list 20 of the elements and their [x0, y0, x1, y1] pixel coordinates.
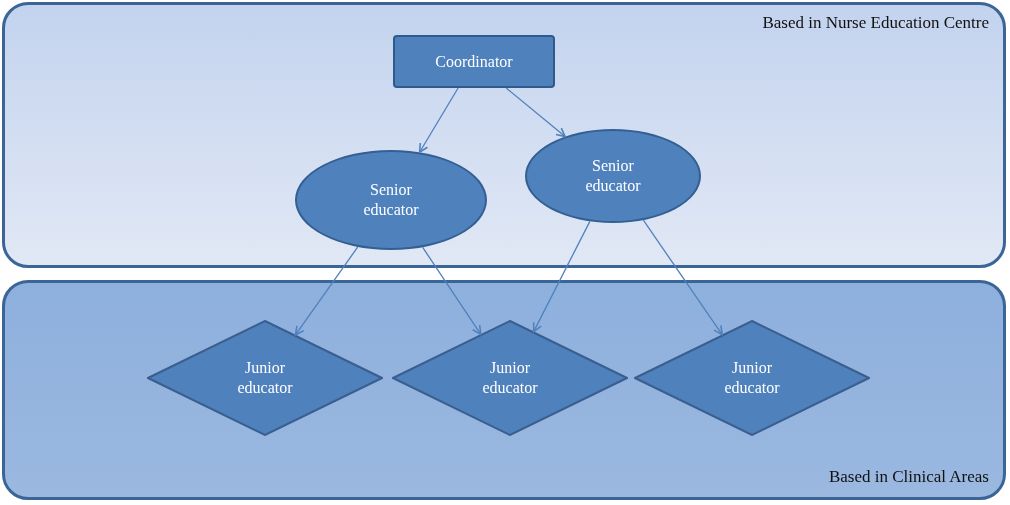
arrow — [294, 246, 359, 336]
process-box — [393, 35, 555, 88]
arrow — [421, 246, 482, 336]
node-label: Senior educator — [584, 156, 642, 196]
node-label: Junior educator — [236, 358, 294, 398]
node-label: Coordinator — [434, 51, 514, 72]
arrow — [532, 220, 591, 333]
node-label: Senior educator — [362, 180, 420, 220]
region-label: Based in Nurse Education Centre — [762, 13, 989, 33]
diamond-node — [392, 320, 628, 436]
arrow — [418, 87, 459, 154]
region-label: Based in Clinical Areas — [828, 467, 989, 487]
region-band — [2, 2, 1006, 268]
arrow — [642, 219, 723, 336]
node-label: Junior educator — [481, 358, 539, 398]
diamond-node — [634, 320, 870, 436]
region-band — [2, 280, 1006, 500]
node-label: Junior educator — [723, 358, 781, 398]
arrow — [505, 87, 566, 138]
diamond-node — [147, 320, 383, 436]
